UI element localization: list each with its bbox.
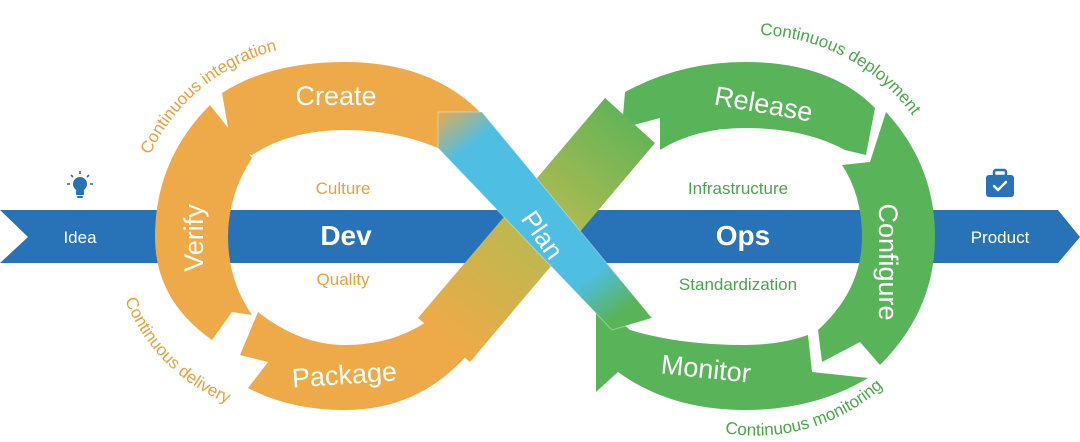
ops-title: Ops — [716, 220, 770, 251]
verify-segment — [155, 105, 252, 340]
dev-inner-bottom-label: Quality — [317, 270, 370, 289]
ops-loop — [596, 62, 935, 410]
create-label: Create — [295, 81, 376, 111]
lightbulb-icon — [67, 171, 93, 198]
dev-loop — [155, 62, 480, 410]
dev-title: Dev — [320, 220, 372, 251]
dev-inner-top-label: Culture — [316, 179, 371, 198]
create-segment — [222, 62, 480, 155]
release-segment — [622, 62, 875, 155]
product-label: Product — [971, 228, 1030, 247]
configure-segment — [818, 112, 935, 365]
configure-label: Configure — [873, 203, 903, 320]
plan-band — [437, 111, 653, 331]
package-label: Package — [291, 356, 398, 393]
monitor-segment — [596, 300, 868, 410]
briefcase-check-icon — [986, 168, 1014, 197]
verify-label: Verify — [179, 204, 209, 272]
idea-label: Idea — [63, 228, 97, 247]
package-segment — [240, 312, 470, 410]
ops-inner-bottom-label: Standardization — [679, 275, 797, 294]
ops-inner-top-label: Infrastructure — [688, 179, 788, 198]
